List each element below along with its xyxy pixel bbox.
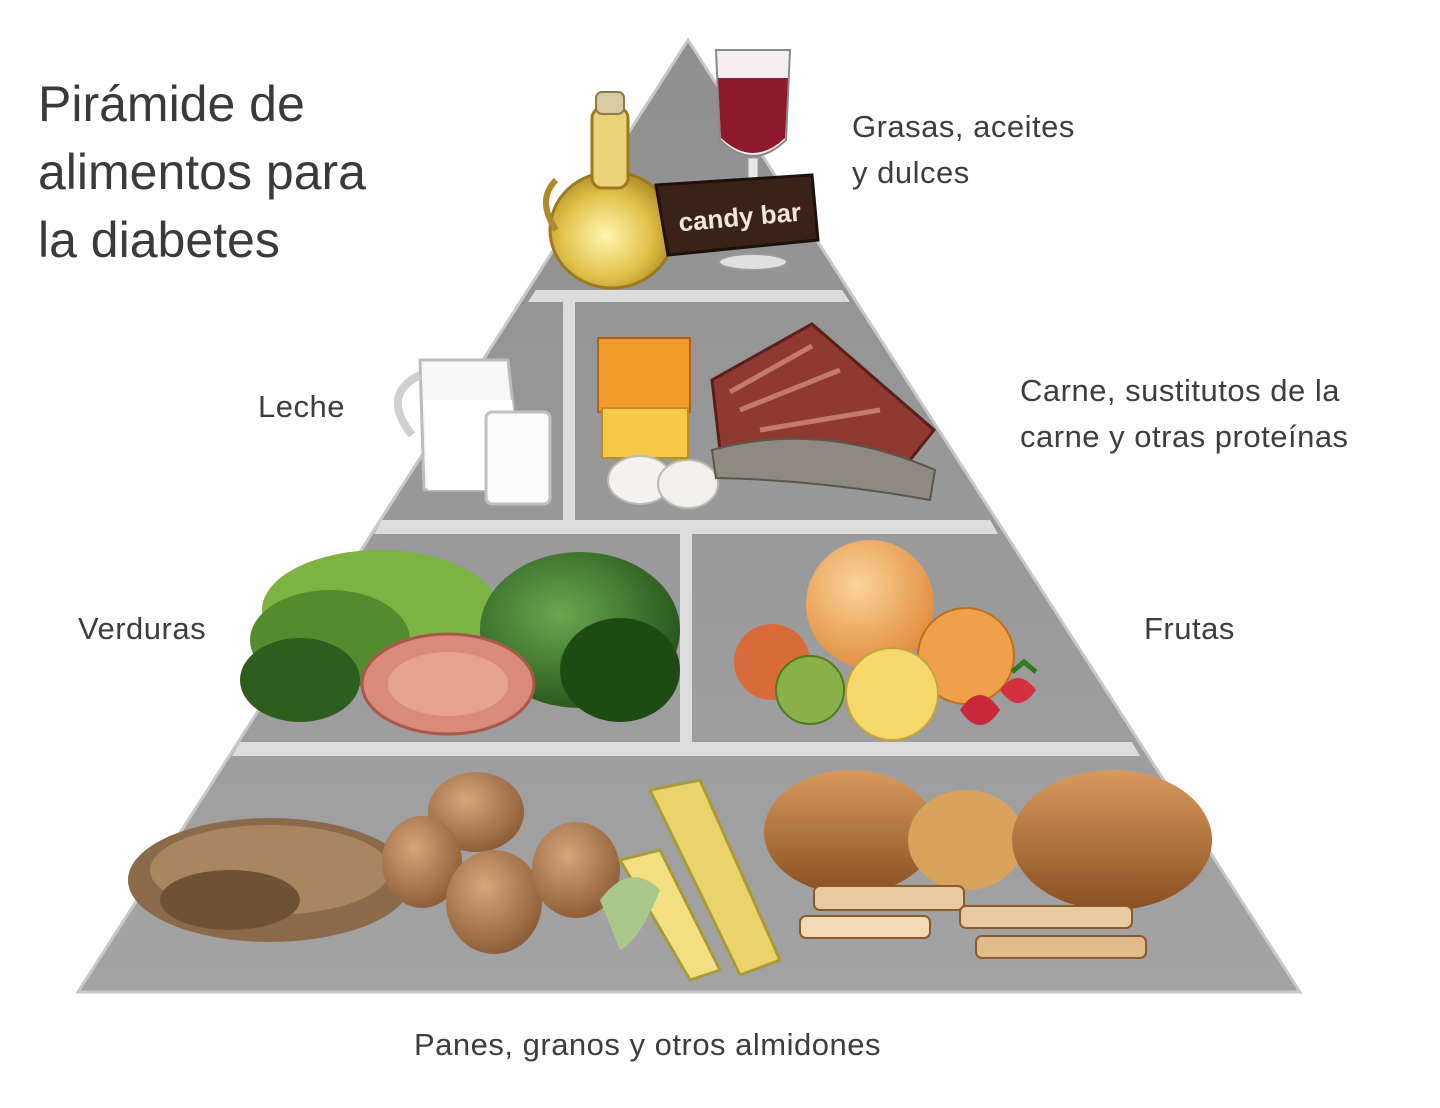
title-line-1: Pirámide de <box>38 76 305 132</box>
meat-icon <box>710 322 937 502</box>
fats-label: Grasas, aceites y dulces <box>852 104 1075 196</box>
oil-bottle-icon <box>543 91 676 290</box>
starches-tier <box>128 770 1212 982</box>
tier-separators <box>232 290 1140 756</box>
meat-label: Carne, sustitutos de la carne y otras pr… <box>1020 368 1349 460</box>
apple-icon <box>734 624 939 741</box>
meat-label-line-2: carne y otras proteínas <box>1020 419 1349 454</box>
grapefruit-icon <box>806 540 934 668</box>
wine-glass-icon <box>714 49 792 271</box>
starches-label: Panes, granos y otros almidones <box>414 1027 881 1062</box>
title-line-2: alimentos para <box>38 144 366 200</box>
fats-tier: candy bar <box>543 49 820 290</box>
title-line-3: la diabetes <box>38 212 280 268</box>
fruits-label: Frutas <box>1144 611 1235 646</box>
potato-icon <box>382 772 620 954</box>
vegetables-tier <box>240 550 680 736</box>
milk-tier <box>393 358 552 506</box>
tomato-icon <box>360 632 536 736</box>
fruits-tier <box>734 540 1038 741</box>
fats-label-line-2: y dulces <box>852 155 970 190</box>
fats-label-line-1: Grasas, aceites <box>852 109 1075 144</box>
cereal-icon <box>128 818 412 942</box>
strawberry-icon <box>960 658 1038 725</box>
egg-icon <box>607 455 719 509</box>
meat-tier <box>597 322 937 509</box>
figure-title: Pirámide de alimentos para la diabetes <box>38 70 498 274</box>
corn-icon <box>600 778 783 982</box>
cheese-icon <box>597 337 691 459</box>
vegetables-label: Verduras <box>78 611 207 646</box>
milk-glass-icon <box>484 410 552 506</box>
milk-label: Leche <box>258 389 345 424</box>
bread-icon <box>764 770 1212 959</box>
candy-bar-icon: candy bar <box>654 173 820 257</box>
meat-label-line-1: Carne, sustitutos de la <box>1020 373 1340 408</box>
